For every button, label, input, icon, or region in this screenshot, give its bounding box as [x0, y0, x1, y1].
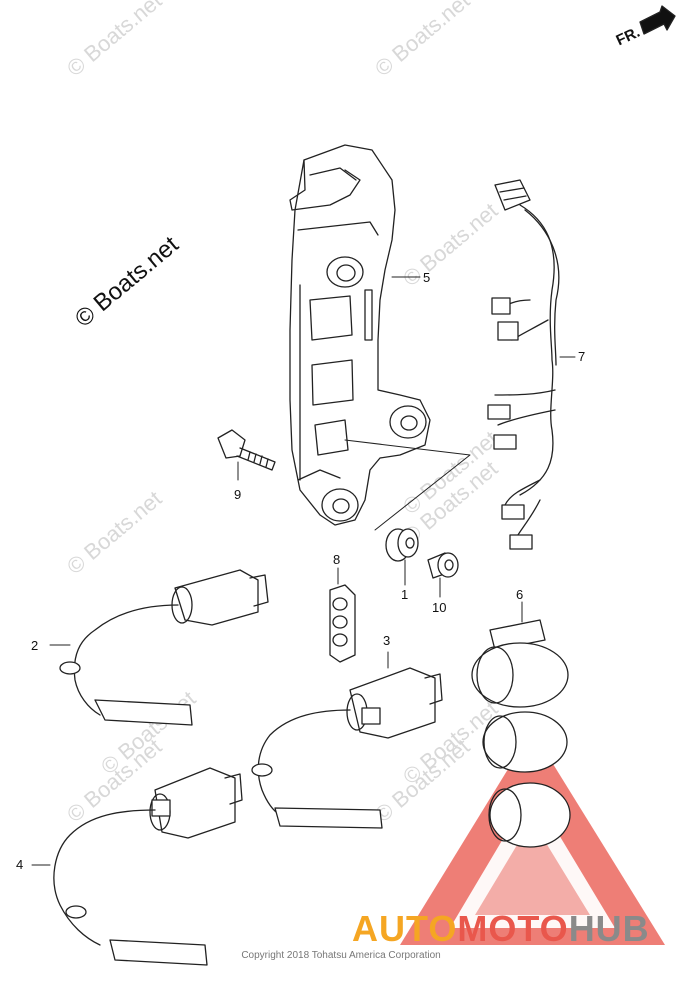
- automotohub-logo: AUTOMOTOHUB: [352, 908, 650, 950]
- callout-9: 9: [234, 487, 242, 502]
- callout-6: 6: [516, 587, 524, 602]
- part-10-collar: [427, 552, 459, 598]
- copyright-text: Copyright 2018 Tohatsu America Corporati…: [241, 950, 441, 961]
- part-2-ignition-coil: [49, 569, 269, 726]
- callout-5: 5: [423, 270, 431, 285]
- callout-10: 10: [432, 600, 447, 615]
- front-direction-arrow-icon: [639, 5, 676, 35]
- part-5-bracket: [289, 144, 471, 531]
- logo-part-auto: AUTO: [352, 908, 458, 949]
- part-3-ignition-coil: [251, 651, 443, 829]
- logo-part-hub: HUB: [568, 908, 650, 949]
- part-9-bolt: [217, 429, 276, 481]
- part-7-wire-harness: [487, 179, 576, 550]
- callout-4: 4: [16, 857, 24, 872]
- callout-8: 8: [333, 552, 341, 567]
- part-8-clamp: [329, 567, 356, 663]
- logo-part-moto: MOTO: [457, 908, 569, 949]
- part-4-ignition-coil: [31, 767, 243, 966]
- callout-1: 1: [401, 587, 409, 602]
- part-1-grommet: [385, 528, 419, 586]
- callout-3: 3: [383, 633, 391, 648]
- callout-7: 7: [578, 349, 586, 364]
- part-6-coil-holder: [471, 601, 571, 848]
- callout-2: 2: [31, 638, 39, 653]
